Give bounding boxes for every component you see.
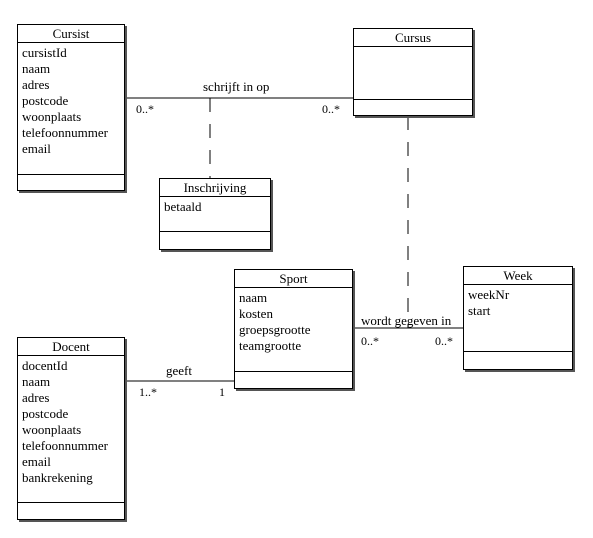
class-cursist-attributes: cursistId naam adres postcode woonplaats… [18,43,124,175]
attribute: woonplaats [22,109,82,124]
attribute: email [22,454,51,469]
class-cursus[interactable]: Cursus [353,28,473,116]
class-cursist[interactable]: Cursist cursistId naam adres postcode wo… [17,24,125,191]
class-sport[interactable]: Sport naam kosten groepsgrootte teamgroo… [234,269,353,389]
assoc-label-schrijft-in-op: schrijft in op [203,79,270,94]
attribute: bankrekening [22,470,93,485]
class-docent-name: Docent [18,338,124,356]
assoc-label-geeft: geeft [166,363,192,378]
assoc-label-wordt-gegeven-in: wordt gegeven in [361,313,452,328]
attribute: telefoonnummer [22,125,108,140]
attribute: postcode [22,93,69,108]
class-inschrijving-attributes: betaald [160,197,270,232]
mult-sport-side-geeft: 1 [219,385,225,399]
attribute: start [468,303,491,318]
attribute: kosten [239,306,273,321]
attribute: cursistId [22,45,67,60]
class-docent[interactable]: Docent docentId naam adres postcode woon… [17,337,125,520]
class-sport-attributes: naam kosten groepsgrootte teamgrootte [235,288,352,372]
class-cursus-name: Cursus [354,29,472,47]
class-docent-attributes: docentId naam adres postcode woonplaats … [18,356,124,503]
class-week[interactable]: Week weekNr start [463,266,573,370]
class-cursus-attributes [354,47,472,100]
class-cursist-name: Cursist [18,25,124,43]
mult-cursus-side: 0..* [322,102,340,116]
attribute: email [22,141,51,156]
attribute: naam [22,61,51,76]
mult-week-side: 0..* [435,334,453,348]
class-sport-name: Sport [235,270,352,288]
class-week-attributes: weekNr start [464,285,572,352]
attribute: weekNr [468,287,510,302]
attribute: adres [22,77,50,92]
attribute: postcode [22,406,69,421]
attribute: naam [239,290,268,305]
mult-docent-side: 1..* [139,385,157,399]
class-inschrijving-name: Inschrijving [160,179,270,197]
attribute: docentId [22,358,68,373]
attribute: woonplaats [22,422,82,437]
attribute: telefoonnummer [22,438,108,453]
attribute: naam [22,374,51,389]
attribute: groepsgrootte [239,322,311,337]
class-week-name: Week [464,267,572,285]
mult-sport-side: 0..* [361,334,379,348]
attribute: adres [22,390,50,405]
mult-cursist-side: 0..* [136,102,154,116]
attribute: teamgrootte [239,338,302,353]
attribute: betaald [164,199,202,214]
class-inschrijving[interactable]: Inschrijving betaald [159,178,271,250]
